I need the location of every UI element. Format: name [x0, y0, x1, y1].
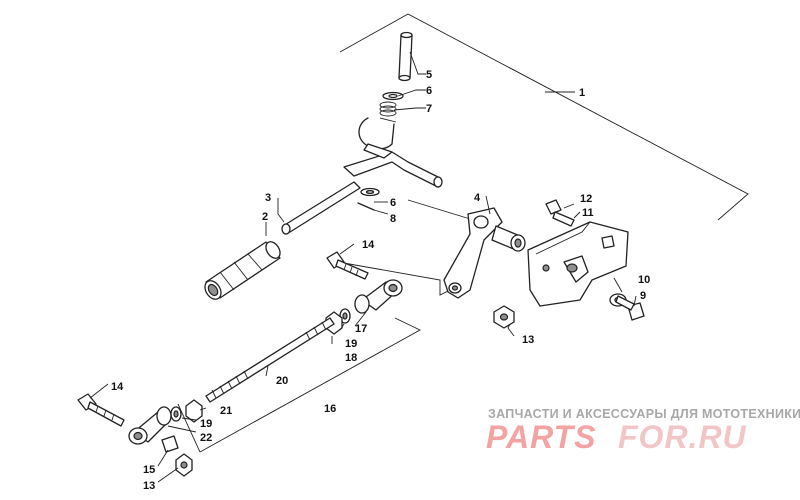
- part-22-rod-end-lower: [128, 406, 172, 445]
- callout-3: 3: [265, 192, 271, 204]
- part-17-rod-end-upper: [354, 279, 403, 314]
- watermark-logo-left: PARTS: [486, 419, 597, 455]
- callout-11: 11: [582, 207, 594, 219]
- callout-22: 22: [200, 432, 212, 444]
- callout-13-lower: 13: [143, 480, 155, 492]
- callout-labels: 1 2 3 4 5 6 7 6 8 9 10 11 12 13 14 17 19…: [111, 69, 650, 492]
- callout-14-upper: 14: [362, 239, 375, 251]
- part-13-nut-upper: [493, 305, 515, 329]
- part-9-bolt: [615, 295, 645, 321]
- part-6-washer-lower: [360, 187, 380, 197]
- part-7-spring: [358, 101, 397, 150]
- callout-6-lower: 6: [390, 197, 396, 209]
- callout-8: 8: [390, 213, 396, 225]
- part-3-shift-lever: [281, 143, 443, 235]
- callout-7: 7: [426, 103, 432, 115]
- part-12-bolt: [545, 199, 575, 227]
- callout-9: 9: [640, 290, 646, 302]
- callout-4: 4: [474, 192, 481, 204]
- callout-14-lower: 14: [111, 381, 124, 393]
- assembly-outline-16: [177, 317, 421, 453]
- callout-15: 15: [143, 464, 155, 476]
- part-15-lock-washer: [161, 435, 179, 453]
- part-21-nut-lower: [185, 399, 203, 423]
- part-13-nut-lower: [175, 453, 193, 477]
- part-19-washer-lower: [170, 406, 182, 422]
- callout-19-upper: 19: [345, 338, 357, 350]
- part-4-shift-arm: [443, 207, 526, 299]
- part-8-cotter-pin: [357, 202, 375, 211]
- callout-18: 18: [345, 352, 357, 364]
- callout-16: 16: [324, 403, 336, 415]
- callout-1: 1: [579, 87, 585, 99]
- watermark: ЗАПЧАСТИ И АКСЕССУАРЫ ДЛЯ МОТОТЕХНИКИ PA…: [486, 407, 800, 455]
- callout-19-lower: 19: [200, 418, 212, 430]
- callout-17: 17: [355, 323, 367, 335]
- part-20-threaded-rod: [205, 317, 335, 403]
- callout-2: 2: [262, 211, 268, 223]
- part-2-grip: [204, 241, 281, 300]
- callout-13-upper: 13: [522, 334, 534, 346]
- callout-12: 12: [580, 193, 592, 205]
- callout-20: 20: [276, 375, 288, 387]
- watermark-logo-right: FOR.RU: [618, 419, 747, 455]
- watermark-tagline: ЗАПЧАСТИ И АКСЕССУАРЫ ДЛЯ МОТОТЕХНИКИ: [488, 407, 800, 421]
- part-6-washer-top: [382, 91, 404, 101]
- callout-5: 5: [426, 69, 432, 81]
- part-5-pin: [398, 31, 413, 82]
- callout-10: 10: [638, 274, 650, 286]
- callout-21: 21: [220, 405, 232, 417]
- callout-6-upper: 6: [426, 85, 432, 97]
- part-11-bracket-plate: [527, 221, 629, 307]
- part-14-bolt-upper: [326, 251, 369, 280]
- part-14-bolt-lower: [77, 393, 125, 427]
- leader-lines: [89, 51, 637, 483]
